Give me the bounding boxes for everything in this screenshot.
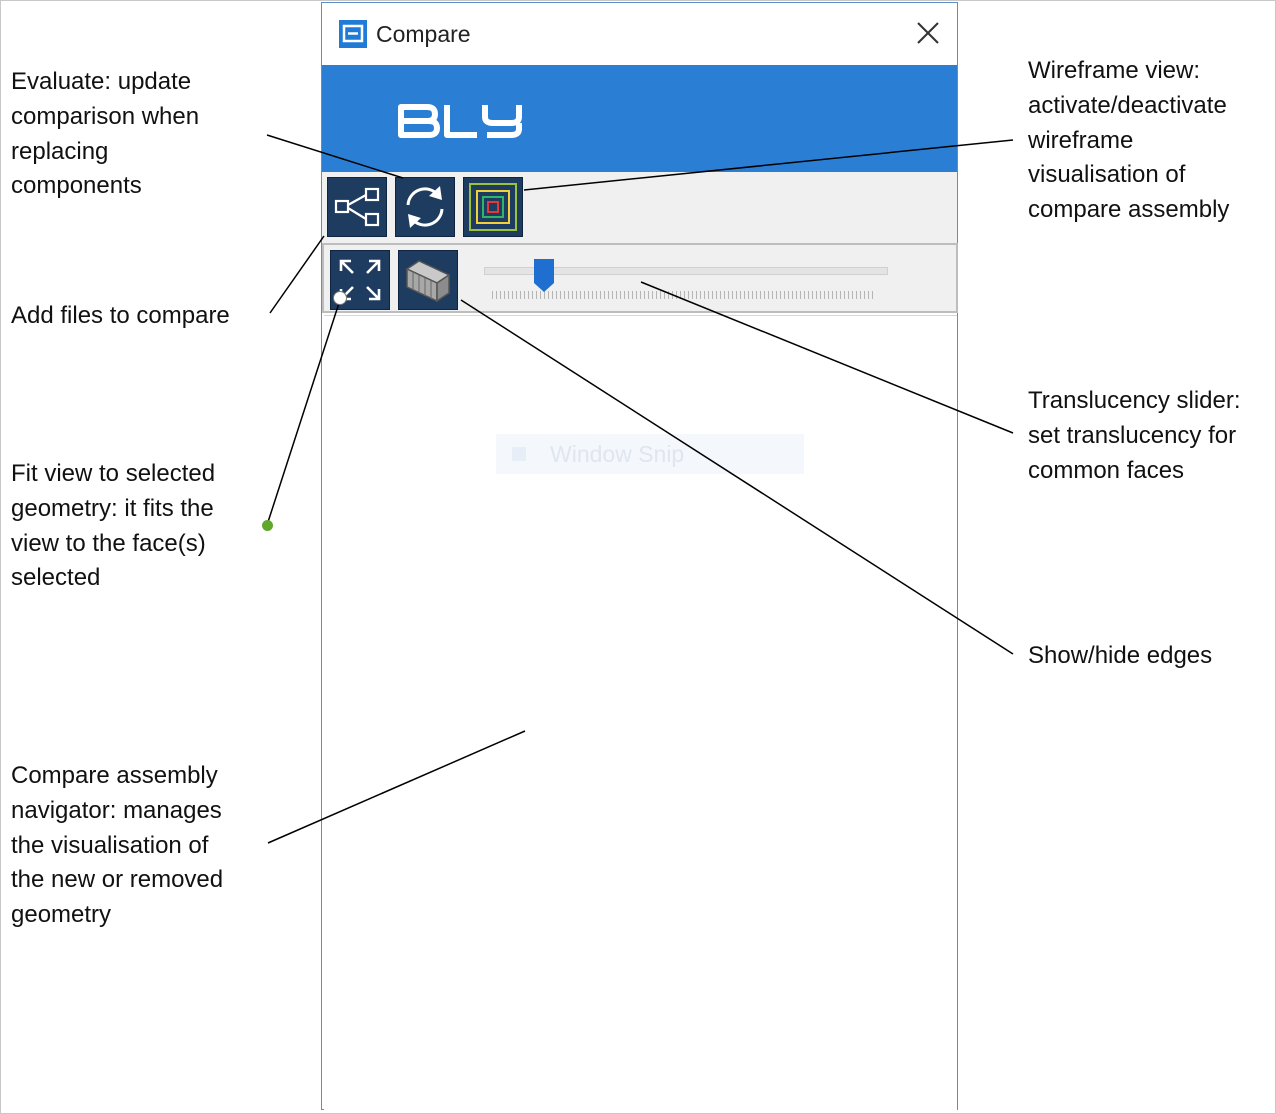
slider-track <box>484 267 888 275</box>
fit-view-pointer <box>267 302 340 523</box>
window-title: Compare <box>376 21 471 47</box>
edges-button[interactable] <box>398 250 458 310</box>
refresh-icon <box>406 186 444 228</box>
ghost-icon <box>512 447 526 461</box>
translucency-slider[interactable] <box>480 251 890 301</box>
box-edges-icon <box>405 260 451 303</box>
add-files-pointer <box>269 235 325 314</box>
evaluate-pointer <box>266 134 404 179</box>
annotation-translucency: Translucency slider:set translucency for… <box>1028 387 1241 484</box>
ghost-tooltip: Window Snip <box>496 434 804 474</box>
annotation-wireframe: Wireframe view:activate/deactivate wiref… <box>1028 57 1230 224</box>
title-bar: Compare <box>322 3 957 65</box>
add-files-button[interactable] <box>327 177 387 237</box>
share-nodes-icon <box>334 187 380 227</box>
wireframe-pointer <box>523 139 1014 191</box>
toolbar-bottom <box>322 243 958 313</box>
toolbar-top <box>322 172 957 243</box>
slider-ticks <box>492 291 876 299</box>
evaluate-button[interactable] <box>395 177 455 237</box>
bly-logo <box>398 104 522 138</box>
green-marker <box>262 520 273 531</box>
mouse-cursor <box>333 291 347 305</box>
app-icon <box>339 20 367 48</box>
annotation-edges: Show/hide edges <box>1028 642 1213 669</box>
annotation-add-files: Add files to compare <box>11 302 230 329</box>
close-icon[interactable] <box>915 20 941 46</box>
wireframe-button[interactable] <box>463 177 523 237</box>
navigator-pointer <box>267 730 526 844</box>
wireframe-squares-icon <box>469 183 517 231</box>
translucency-pointer <box>640 281 1014 434</box>
header-banner <box>322 65 957 172</box>
compare-dialog: Compare <box>321 2 958 1110</box>
edges-pointer <box>460 299 1014 655</box>
slider-thumb[interactable] <box>532 257 556 293</box>
compare-assembly-navigator[interactable]: Window Snip <box>324 315 957 1110</box>
ghost-text: Window Snip <box>550 441 685 467</box>
